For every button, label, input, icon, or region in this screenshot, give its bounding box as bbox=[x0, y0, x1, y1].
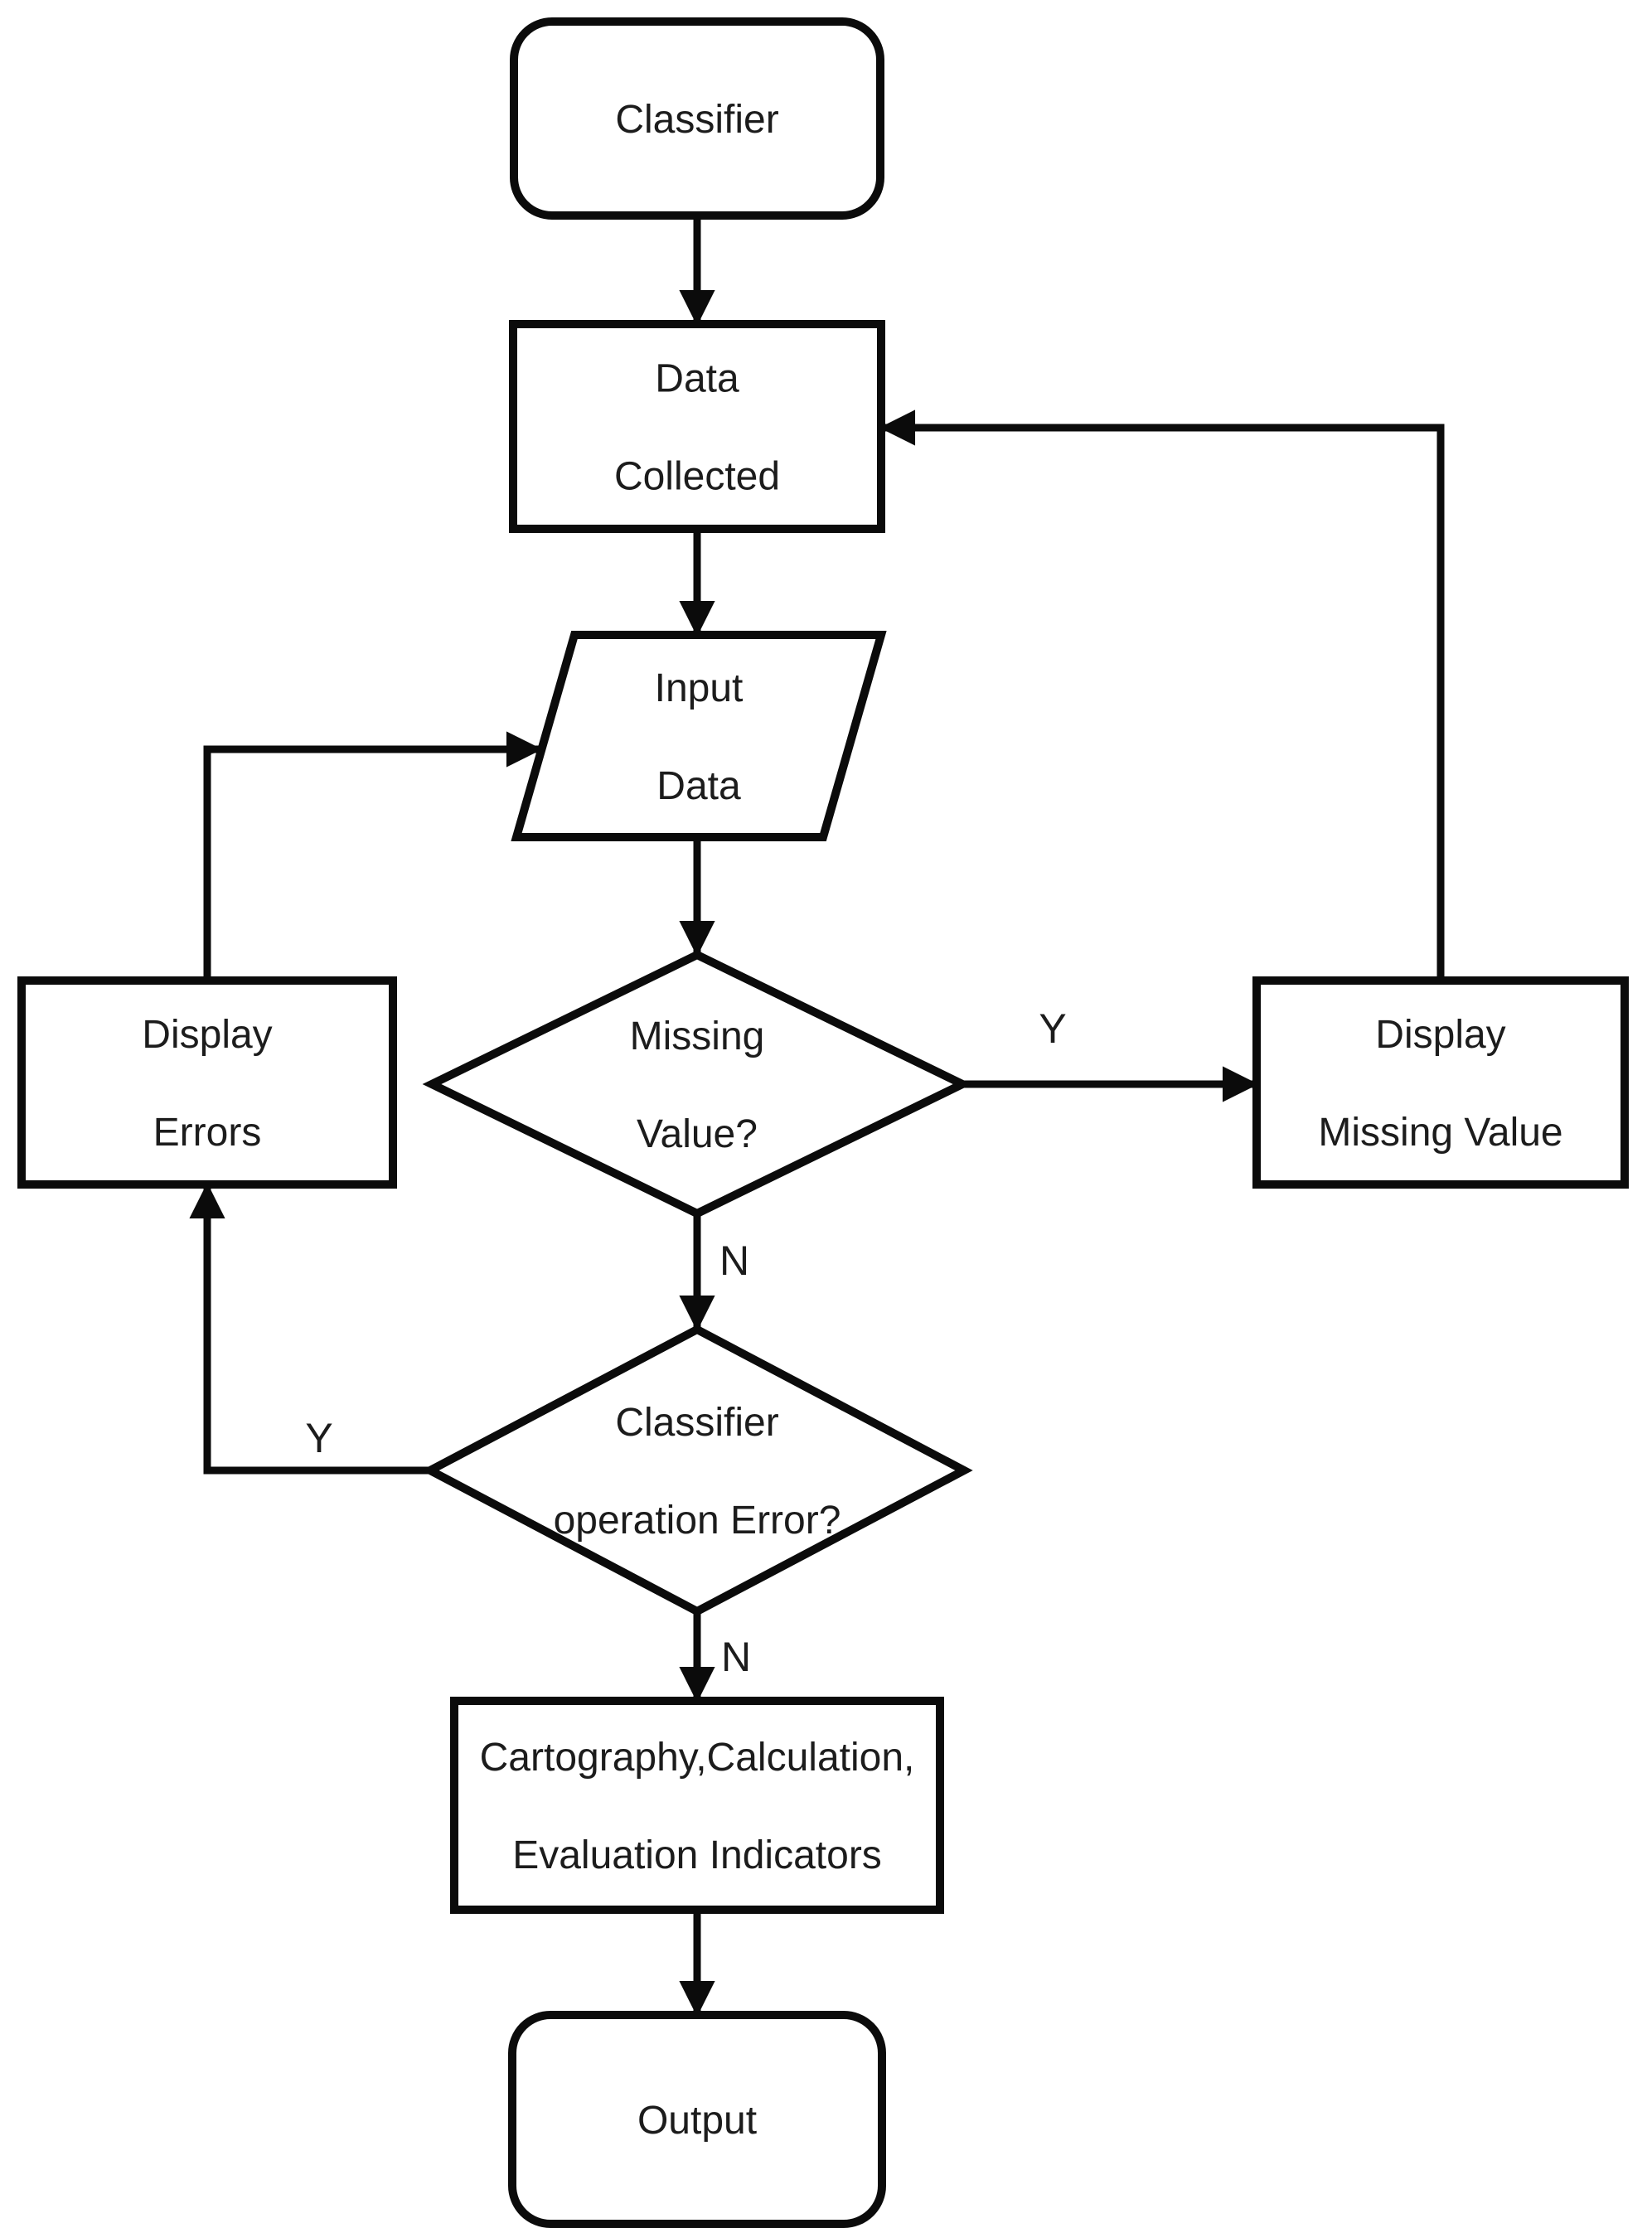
classifier-operation-error-decision-shape bbox=[421, 1325, 973, 1616]
output-shape bbox=[508, 2011, 886, 2228]
output-label: Output bbox=[637, 2099, 757, 2143]
cartography-calculation-label: Cartography,Calculation, bbox=[480, 1736, 915, 1780]
node-classifier-operation-error-decision: Classifier operation Error? bbox=[421, 1325, 973, 1616]
missing-value-decision-label: Value? bbox=[637, 1112, 758, 1156]
edges-layer bbox=[189, 216, 1445, 2017]
display-errors-label: Errors bbox=[153, 1111, 262, 1155]
edge-label-error-decision-no-to-cartography: N bbox=[721, 1634, 751, 1680]
missing-value-decision-label: Missing bbox=[630, 1015, 765, 1058]
missing-value-decision-shape bbox=[422, 950, 972, 1218]
display-missing-value-shape bbox=[1252, 976, 1629, 1189]
input-data-shape bbox=[511, 631, 887, 841]
edge-label-error-decision-yes-to-display-errors: Y bbox=[305, 1415, 332, 1461]
edge-display-errors-to-input-data bbox=[203, 731, 543, 981]
classifier-operation-error-decision-label: Classifier bbox=[615, 1401, 778, 1445]
data-collected-label: Data bbox=[655, 356, 739, 400]
display-errors-label: Display bbox=[142, 1013, 272, 1057]
node-classifier: Classifier bbox=[510, 17, 884, 220]
cartography-calculation-shape bbox=[450, 1697, 944, 1914]
classifier-operation-error-decision-label: operation Error? bbox=[554, 1499, 841, 1543]
edge-display-missing-value-to-data-collected bbox=[879, 409, 1445, 981]
data-collected-label: Collected bbox=[614, 454, 780, 498]
display-missing-value-label: Display bbox=[1375, 1013, 1505, 1057]
edge-error-decision-yes-to-display-errors bbox=[189, 1182, 430, 1475]
edge-label-missing-value-yes-to-display-missing-value: Y bbox=[1039, 1005, 1066, 1052]
node-cartography-calculation: Cartography,Calculation, Evaluation Indic… bbox=[450, 1697, 944, 1914]
data-collected-shape bbox=[509, 320, 885, 533]
labels-layer: Y N Y N bbox=[305, 1005, 1066, 1680]
edge-label-missing-value-no-to-error-decision: N bbox=[719, 1238, 749, 1284]
input-data-label: Data bbox=[656, 764, 741, 808]
cartography-calculation-label: Evaluation Indicators bbox=[512, 1833, 882, 1877]
nodes-layer: ClassifierDataCollectedInputDataMissingV… bbox=[17, 17, 1629, 2228]
input-data-label: Input bbox=[655, 666, 744, 710]
display-missing-value-label: Missing Value bbox=[1318, 1111, 1562, 1155]
node-output: Output bbox=[508, 2011, 886, 2228]
classifier-label: Classifier bbox=[615, 98, 778, 142]
display-errors-shape bbox=[17, 976, 397, 1189]
classifier-shape bbox=[510, 17, 884, 220]
